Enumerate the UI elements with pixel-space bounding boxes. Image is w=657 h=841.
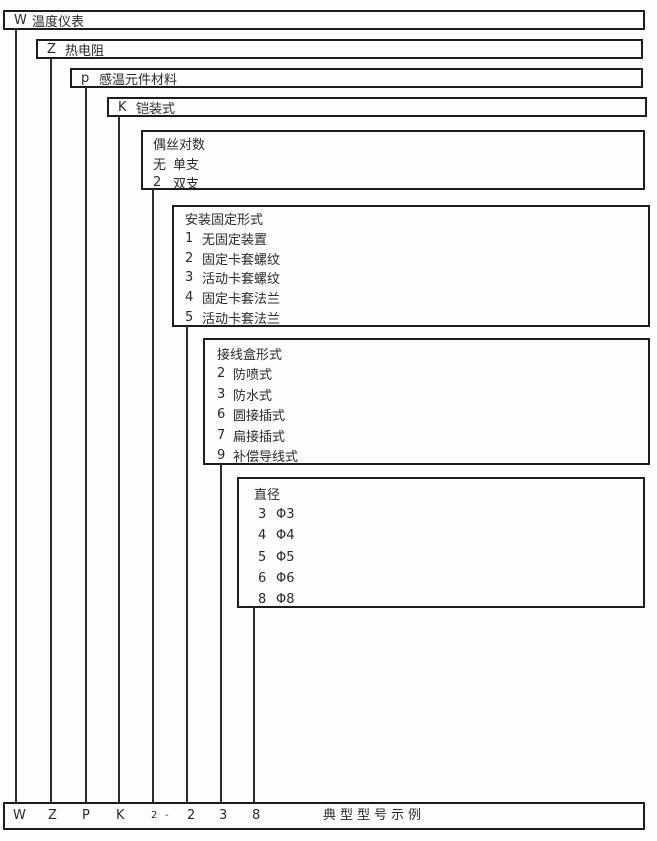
- option-code: 7: [217, 427, 226, 443]
- option-label: Φ6: [276, 570, 295, 586]
- option-code: 5: [258, 549, 267, 565]
- box-model-example: W Z P K 2 - 2 3 8 典型型号示例: [3, 802, 645, 830]
- level-code: W: [14, 12, 27, 28]
- option-code: 2: [217, 366, 226, 382]
- option-box-title: 接线盒形式: [217, 347, 283, 363]
- connector-line-wire-pairs: [152, 189, 154, 802]
- box-sensing-element-material: p 感温元件材料: [70, 68, 643, 88]
- option-code: 1: [185, 231, 194, 247]
- box-diameter: 直径 3 Φ3 4 Φ4 5 Φ5 6 Φ6 8 Φ8: [237, 477, 645, 608]
- box-armored-type: K 铠装式: [107, 97, 647, 117]
- option-label: Φ8: [276, 592, 295, 608]
- option-row: 7 扁接插式: [217, 425, 648, 446]
- box-junction-box-type: 接线盒形式 2 防喷式 3 防水式 6 圆接插式 7 扁接插式 9 补偿导线式: [203, 338, 650, 465]
- option-label: 活动卡套螺纹: [202, 272, 281, 288]
- model-example-caption: 典型型号示例: [323, 808, 426, 823]
- option-box-title-row: 偶丝对数: [153, 134, 643, 154]
- option-label: Φ3: [276, 507, 295, 523]
- option-row: 6 圆接插式: [217, 405, 648, 426]
- model-segment: P: [82, 808, 90, 823]
- option-row: 3 Φ3: [254, 504, 643, 525]
- connector-line-w: [15, 29, 17, 802]
- box-thermal-resistance: Z 热电阻: [36, 39, 643, 59]
- connector-line-diameter: [253, 607, 255, 802]
- option-row: 6 Φ6: [254, 568, 643, 589]
- option-row: 4 Φ4: [254, 525, 643, 546]
- option-label: 活动卡套法兰: [202, 311, 281, 327]
- level-label: 铠装式: [136, 101, 176, 117]
- option-row: 2 固定卡套螺纹: [185, 248, 648, 268]
- option-row: 5 Φ5: [254, 547, 643, 568]
- option-label: 固定卡套螺纹: [202, 252, 281, 268]
- model-segment: 3: [219, 808, 228, 823]
- option-code: 2: [153, 175, 162, 191]
- option-row: 3 防水式: [217, 384, 648, 405]
- option-code: 5: [185, 309, 194, 325]
- box-temperature-instrument: W 温度仪表: [3, 10, 645, 30]
- connector-line-junction-box: [220, 464, 222, 802]
- option-label: 无固定装置: [202, 233, 268, 249]
- option-row: 3 活动卡套螺纹: [185, 268, 648, 288]
- connector-line-mounting: [186, 326, 188, 802]
- option-code: 3: [217, 386, 226, 402]
- option-code: 3: [185, 270, 194, 286]
- option-row: 5 活动卡套法兰: [185, 307, 648, 327]
- level-code: K: [118, 99, 127, 115]
- option-code: 无: [153, 157, 167, 173]
- option-row: 2 防喷式: [217, 364, 648, 385]
- option-label: 防喷式: [233, 368, 273, 384]
- option-box-title-row: 安装固定形式: [185, 209, 648, 229]
- option-label: 双支: [173, 177, 200, 193]
- option-label: 扁接插式: [233, 429, 286, 445]
- option-box-title-row: 直径: [254, 483, 643, 504]
- connector-line-z: [50, 58, 52, 802]
- option-label: 圆接插式: [233, 409, 286, 425]
- option-code: 6: [217, 407, 226, 423]
- option-label: 防水式: [233, 388, 273, 404]
- option-code: 9: [217, 448, 226, 464]
- option-box-title: 偶丝对数: [153, 138, 206, 154]
- option-box-title-row: 接线盒形式: [217, 343, 648, 364]
- option-row: 8 Φ8: [254, 589, 643, 610]
- option-row: 2 双支: [153, 173, 643, 193]
- model-segment-dash: -: [165, 810, 169, 821]
- option-code: 2: [185, 250, 194, 266]
- option-box-title: 直径: [254, 488, 281, 504]
- option-row: 9 补偿导线式: [217, 446, 648, 467]
- connector-line-k: [118, 116, 120, 802]
- level-label: 温度仪表: [32, 14, 85, 30]
- option-label: 单支: [173, 157, 200, 173]
- option-label: Φ4: [276, 528, 295, 544]
- option-code: 3: [258, 507, 267, 523]
- model-segment: 2: [187, 808, 196, 823]
- option-code: 8: [258, 592, 267, 608]
- connector-line-p: [85, 87, 87, 802]
- level-code: Z: [47, 41, 56, 57]
- model-segment: Z: [48, 808, 57, 823]
- option-label: 补偿导线式: [233, 450, 299, 466]
- level-label: 感温元件材料: [99, 72, 178, 88]
- model-segment: K: [116, 808, 125, 823]
- box-wire-pair-count: 偶丝对数 无 单支 2 双支: [141, 130, 645, 193]
- model-segment: 8: [252, 808, 261, 823]
- option-row: 无 单支: [153, 154, 643, 174]
- option-code: 4: [258, 528, 267, 544]
- option-row: 1 无固定装置: [185, 229, 648, 249]
- option-label: Φ5: [276, 549, 295, 565]
- option-code: 6: [258, 570, 267, 586]
- box-mounting-fixing-type: 安装固定形式 1 无固定装置 2 固定卡套螺纹 3 活动卡套螺纹 4 固定卡套法…: [172, 205, 650, 327]
- level-code: p: [81, 70, 90, 86]
- option-label: 固定卡套法兰: [202, 292, 281, 308]
- level-label: 热电阻: [65, 43, 105, 59]
- option-row: 4 固定卡套法兰: [185, 288, 648, 308]
- option-code: 4: [185, 290, 194, 306]
- model-segment: 2: [151, 810, 158, 821]
- option-box-title: 安装固定形式: [185, 213, 264, 229]
- model-segment: W: [13, 808, 26, 823]
